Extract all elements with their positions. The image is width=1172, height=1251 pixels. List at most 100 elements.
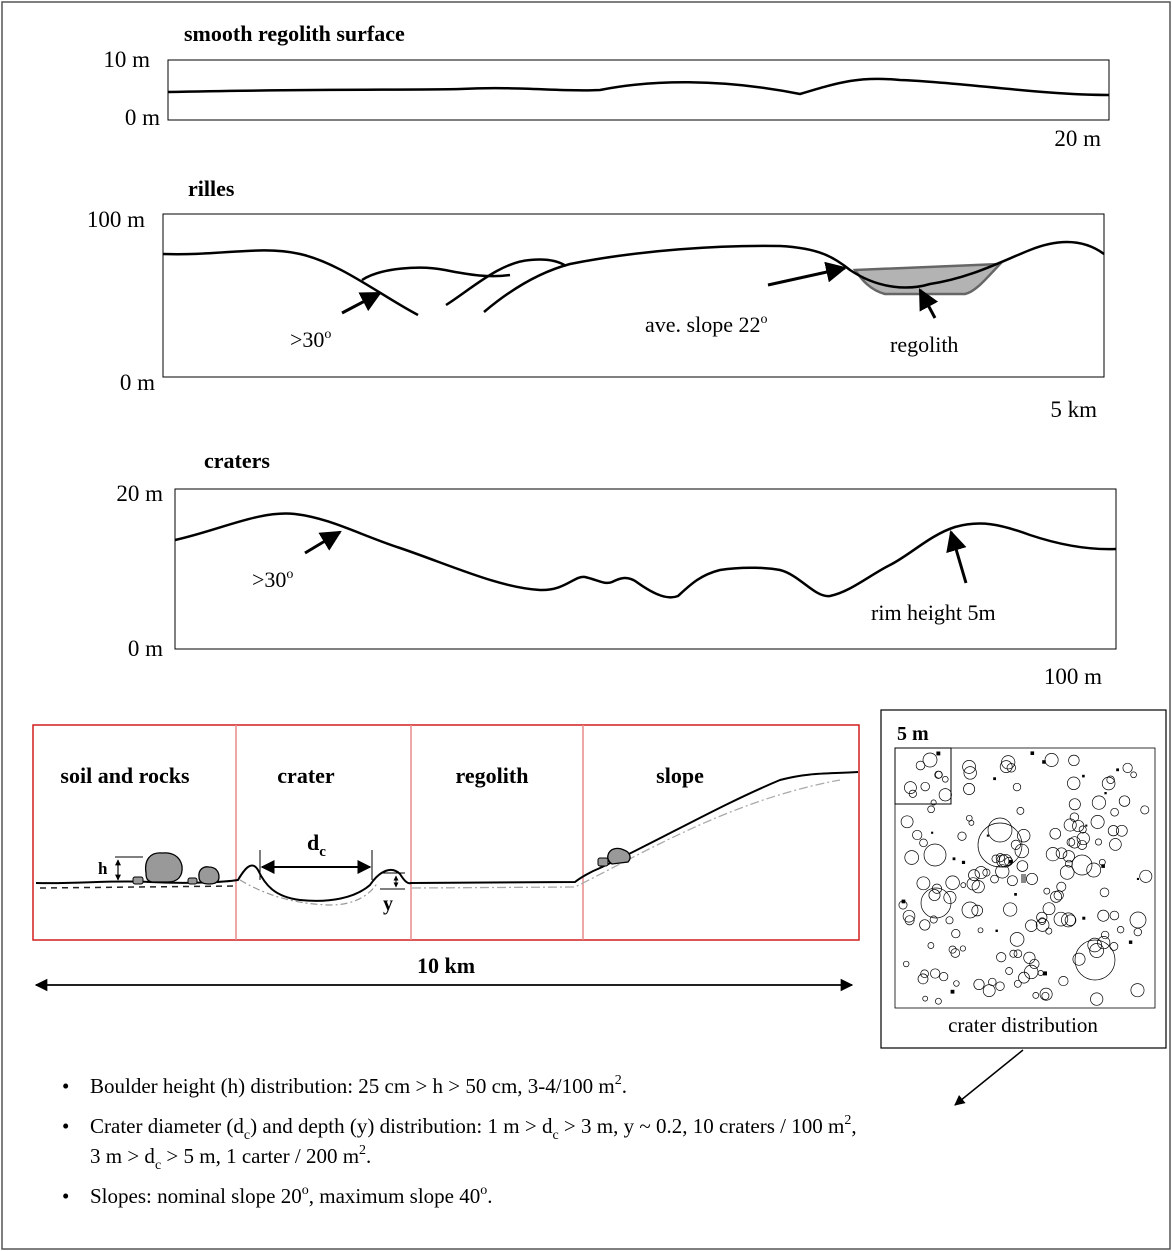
inset-crater [1039,987,1053,1001]
smooth-plot-frame [167,59,1110,121]
bullet-dot-1: • [62,1074,69,1098]
inset-boulder [1116,768,1119,772]
inset-crater [1043,887,1051,895]
inset-crater [1095,838,1102,846]
inset-crater [1042,902,1056,916]
inset-crater-large [1071,854,1093,876]
inset-crater [1140,805,1150,815]
inset-crater [1016,860,1029,872]
inset-crater [1072,952,1086,966]
inset-crater [1089,943,1105,958]
inset-crater [982,868,991,877]
section-label-slope: slope [656,763,704,788]
inset-crater [930,968,941,979]
inset-crater [1044,753,1059,767]
smooth-x-end: 20 m [1054,126,1101,151]
crater-subsurface-line [239,879,379,906]
inset-crater [928,889,941,902]
inset-crater [974,866,988,880]
inset-crater [1090,992,1104,1006]
inset-crater [1066,837,1076,847]
inset-crater [1041,991,1050,1000]
inset-pointer-arrow [954,1049,1024,1106]
inset-boulder [995,929,998,932]
smooth-y-top: 10 m [103,47,150,72]
craters-profile-line [174,512,1117,599]
inset-crater [1086,862,1102,878]
inset-crater [991,854,1001,864]
inset-crater [1068,836,1081,849]
inset-crater [966,877,980,891]
inset-crater [1013,949,1023,959]
inset-crater [1078,825,1087,834]
inset-crater [1013,979,1022,988]
inset-crater [971,880,985,894]
inset-crater [1064,914,1077,926]
inset-crater [1101,776,1116,791]
inset-crater [1076,831,1090,846]
rilles-y-top: 100 m [87,207,145,232]
inset-crater [971,904,983,917]
boulder-small-1 [132,876,144,885]
craters-plot-frame [174,488,1117,650]
inset-crater [1049,827,1062,840]
bullet-dot-3: • [62,1184,69,1208]
steep-arrow [341,291,382,315]
inset-crater [1097,909,1110,922]
inset-crater [1016,807,1025,815]
inset-crater [960,882,967,888]
inset-crater [935,997,942,1005]
inset-crater [942,776,949,783]
crater-distribution-inset: 5 m crater distribution [880,709,1167,1106]
inset-scale-label: 5 m [897,723,929,745]
craters-rim-label: rim height 5m [871,600,996,625]
rim-arrow [946,529,968,584]
inset-crater [966,814,973,822]
inset-crater [1072,819,1085,833]
bullet-slopes: Slopes: nominal slope 20o, maximum slope… [90,1183,493,1208]
inset-boulder [1104,792,1107,795]
inset-crater [1036,911,1048,923]
inset-crater [1106,775,1115,784]
regolith-fill [852,262,1004,296]
inset-crater [1032,992,1040,999]
rilles-title: rilles [188,176,235,201]
smooth-profile-line [167,77,1110,97]
section-label-regolith: regolith [456,763,529,788]
craters-steep-label: >30o [252,567,293,592]
inset-crater [953,980,960,987]
inset-crater [943,891,957,904]
slope-arrow [767,261,848,287]
inset-crater-large [923,843,947,867]
section-label-crater: crater [277,763,335,788]
inset-crater [1037,970,1044,976]
inset-crater [1068,754,1080,767]
boulder-slope-small [597,857,609,867]
inset-crater [934,770,943,779]
inset-crater-large [922,752,938,768]
inset-frame [880,709,1167,1049]
boulder-slope [607,847,631,865]
inset-crater [999,760,1013,773]
inset-crater-field [898,751,1153,1006]
inset-crater [912,829,923,841]
inset-crater [1087,937,1102,953]
inset-crater [1122,762,1133,773]
inset-crater [927,805,935,814]
inset-crater-large [1074,939,1116,981]
inset-crater [1009,932,1025,947]
inset-plot-area [894,747,1156,1009]
inset-crater [1109,838,1122,851]
inset-crater [1099,887,1110,898]
inset-crater [951,929,961,939]
inset-crater [1001,755,1016,770]
inset-crater [1005,967,1013,975]
rille-profile-main [483,240,1105,313]
inset-crater [1109,942,1119,951]
inset-crater [1006,763,1016,773]
inset-marker [1021,874,1026,883]
inset-crater [1062,850,1075,863]
inset-boulder [1101,864,1105,868]
